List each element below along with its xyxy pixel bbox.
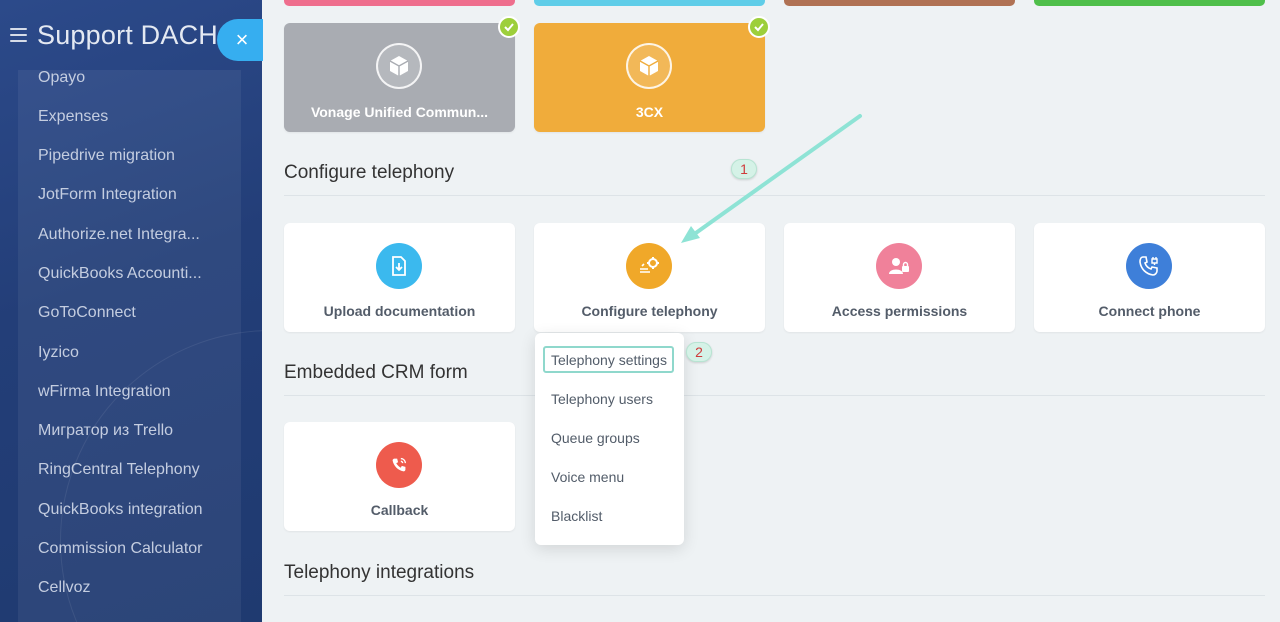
tile-upload-documentation[interactable]: Upload documentation <box>284 223 515 332</box>
tile-strip-4[interactable] <box>1034 0 1265 6</box>
step-badge-2: 2 <box>686 342 712 362</box>
sidebar-item-opayo[interactable]: Opayo <box>38 69 86 86</box>
sidebar-item-gotoconnect[interactable]: GoToConnect <box>38 304 136 321</box>
configure-telephony-dropdown: Telephony settings Telephony users Queue… <box>535 333 684 545</box>
tile-configure-telephony[interactable]: Configure telephony <box>534 223 765 332</box>
menu-item-telephony-settings[interactable]: Telephony settings <box>551 352 667 368</box>
phone-plug-icon <box>1126 243 1172 289</box>
menu-item-telephony-users[interactable]: Telephony users <box>551 391 653 407</box>
section-title-telephony-integrations: Telephony integrations <box>284 562 475 583</box>
user-lock-icon <box>876 243 922 289</box>
hamburger-menu-icon[interactable] <box>10 28 27 42</box>
workspace-title: Support DACH <box>37 20 218 50</box>
tile-label: Access permissions <box>831 303 968 319</box>
menu-item-voice-menu[interactable]: Voice menu <box>551 469 625 485</box>
sidebar-header: Support DACH <box>0 0 262 70</box>
section-divider <box>284 195 1265 196</box>
step-badge-1: 1 <box>731 159 757 179</box>
settings-gear-icon <box>626 243 672 289</box>
tile-connect-phone[interactable]: Connect phone <box>1034 223 1265 332</box>
tile-access-permissions[interactable]: Access permissions <box>784 223 1015 332</box>
tile-strip-3[interactable] <box>784 0 1015 6</box>
close-sidebar-button[interactable]: × <box>217 19 263 61</box>
tile-label: Callback <box>370 502 429 518</box>
menu-item-blacklist[interactable]: Blacklist <box>551 508 603 524</box>
highlight-box-telephony-settings <box>543 346 674 373</box>
sidebar-item-authorize-net[interactable]: Authorize.net Integra... <box>38 226 200 243</box>
sidebar: Support DACH Opayo Expenses Pipedrive mi… <box>0 0 262 622</box>
installed-check-icon <box>498 16 520 38</box>
sidebar-item-quickbooks-accounting[interactable]: QuickBooks Accounti... <box>38 265 202 282</box>
section-divider <box>284 395 1265 396</box>
tile-label: 3CX <box>635 104 664 120</box>
cube-icon <box>626 43 672 89</box>
menu-item-queue-groups[interactable]: Queue groups <box>551 430 640 446</box>
cube-icon <box>376 43 422 89</box>
tile-label: Connect phone <box>1098 303 1201 319</box>
tile-vonage[interactable]: Vonage Unified Commun... <box>284 16 520 132</box>
tile-label: Vonage Unified Commun... <box>310 104 489 120</box>
upload-document-icon <box>376 243 422 289</box>
tile-label: Configure telephony <box>581 303 718 319</box>
tile-strip-2[interactable] <box>534 0 765 6</box>
installed-check-icon <box>748 16 770 38</box>
tile-3cx[interactable]: 3CX <box>534 16 770 132</box>
tile-strip-1[interactable] <box>284 0 515 6</box>
section-title-configure-telephony: Configure telephony <box>284 162 455 183</box>
sidebar-item-iyzico[interactable]: Iyzico <box>38 344 79 361</box>
tile-label: Upload documentation <box>323 303 476 319</box>
sidebar-item-pipedrive-migration[interactable]: Pipedrive migration <box>38 147 175 164</box>
phone-callback-icon <box>376 442 422 488</box>
sidebar-item-jotform-integration[interactable]: JotForm Integration <box>38 186 177 203</box>
sidebar-item-expenses[interactable]: Expenses <box>38 108 109 125</box>
tile-callback[interactable]: Callback <box>284 422 515 531</box>
section-title-embedded-crm-form: Embedded CRM form <box>284 362 468 383</box>
section-divider <box>284 595 1265 596</box>
